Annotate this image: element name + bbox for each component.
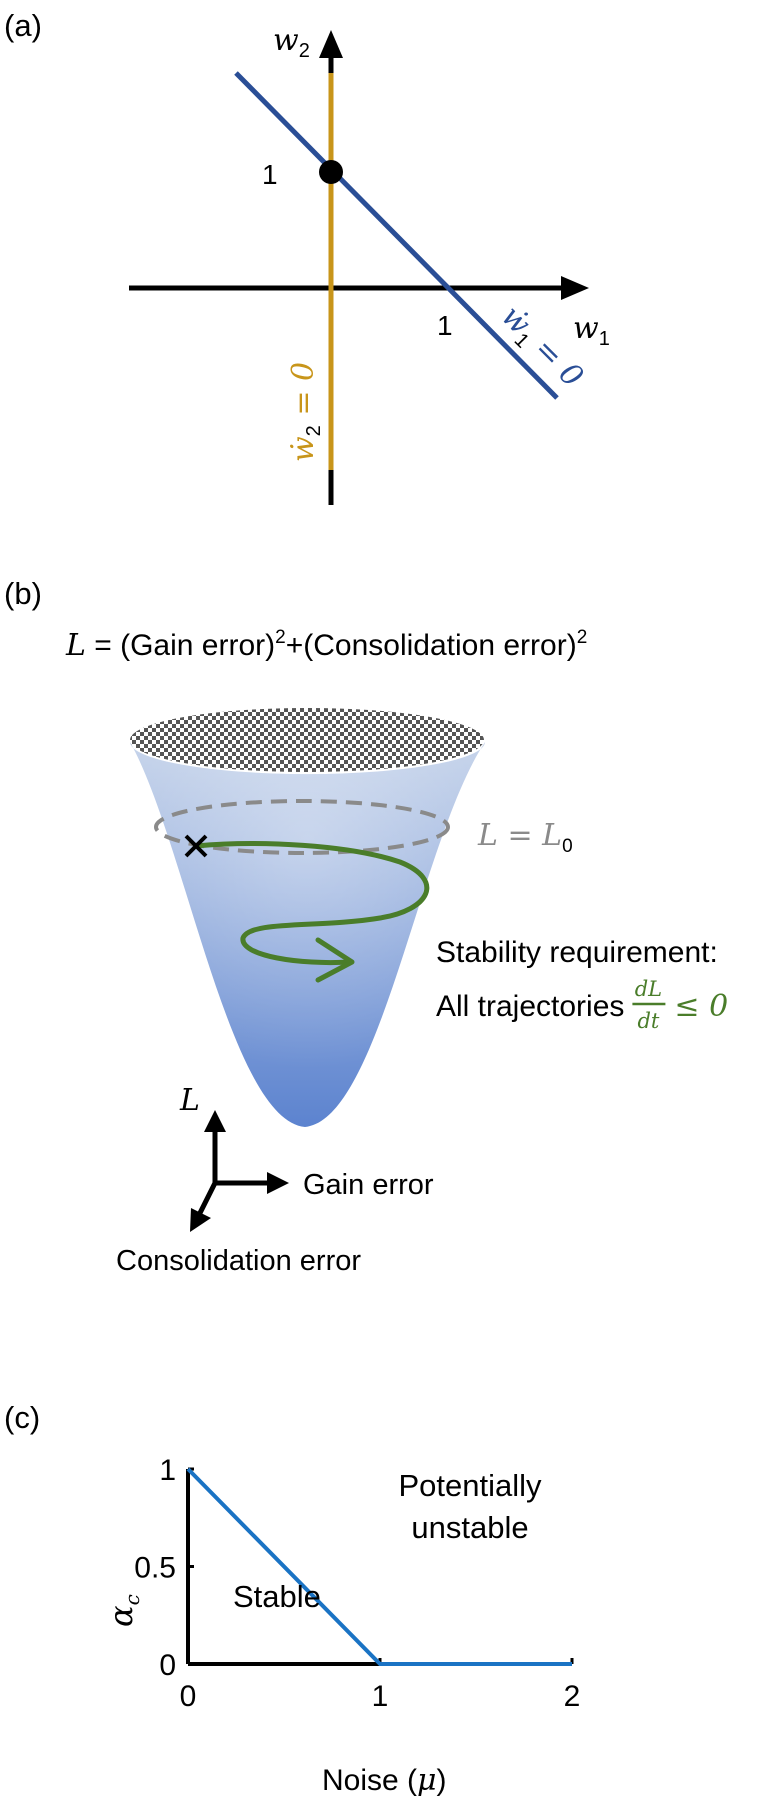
w1-axis-arrowhead xyxy=(561,276,589,300)
level-set-ellipse xyxy=(154,799,450,855)
y-tick-label: 1 xyxy=(159,1454,176,1487)
panel-a: (a) 1 1 w2 w1 ẇ1 = 0 ẇ2 = 0 xyxy=(4,8,610,505)
stability-requirement-text: All trajectories xyxy=(436,990,624,1023)
derivative-fraction: dL dt xyxy=(632,977,666,1033)
y-tick-label: 0 xyxy=(159,1649,176,1682)
critical-alpha-line xyxy=(186,1467,572,1666)
x-ticks: 0 1 2 xyxy=(180,1658,581,1713)
trajectory-path xyxy=(193,841,430,966)
panel-c-label: (c) xyxy=(4,1400,40,1435)
x-tick-label: 2 xyxy=(564,1680,581,1713)
axis-consolidation-label: Consolidation error xyxy=(116,1245,361,1277)
trajectory-arrowhead xyxy=(315,937,355,983)
panel-b: (b) L = (Gain error)2+(Consolidation err… xyxy=(4,576,728,1277)
stable-region-label: Stable xyxy=(233,1579,321,1614)
axis-gain-label: Gain error xyxy=(303,1169,434,1201)
w2-axis-arrowhead xyxy=(319,30,343,58)
axis-L-label: L xyxy=(179,1083,200,1118)
chart-x-label: Noise (μ) xyxy=(322,1763,447,1798)
svg-text:dL: dL xyxy=(635,977,662,1001)
bowl-top-surface xyxy=(130,708,484,772)
unstable-region-label-2: unstable xyxy=(411,1510,528,1545)
loss-bowl-shine xyxy=(130,742,485,1127)
start-point-marker xyxy=(184,834,208,858)
level-set-label: L = L0 xyxy=(477,818,573,857)
consolidation-axis xyxy=(196,1181,218,1217)
inequality: ≤ 0 xyxy=(674,989,728,1024)
svg-text:dt: dt xyxy=(637,1009,659,1033)
x-tick-label: 1 xyxy=(372,1680,389,1713)
chart-y-label: αc xyxy=(102,1594,144,1627)
panel-b-label: (b) xyxy=(4,576,42,611)
w2-axis-label: w2 xyxy=(273,23,310,62)
unstable-region-label-1: Potentially xyxy=(398,1468,542,1503)
axes-glyph xyxy=(190,1110,289,1232)
w1-nullcline xyxy=(234,71,559,400)
w2-tick-label: 1 xyxy=(262,159,278,190)
w1-tick-label: 1 xyxy=(437,310,453,341)
y-tick-label: 0.5 xyxy=(134,1552,176,1585)
panel-a-label: (a) xyxy=(4,8,42,43)
x-tick-label: 0 xyxy=(180,1680,197,1713)
stability-requirement-title: Stability requirement: xyxy=(436,936,718,969)
y-ticks: 00.51 xyxy=(134,1454,194,1682)
fixed-point xyxy=(319,160,343,184)
loss-equation: L = (Gain error)2+(Consolidation error)2 xyxy=(65,627,587,663)
w2-nullcline-label: ẇ2 = 0 xyxy=(286,362,325,462)
w1-axis-label: w1 xyxy=(573,311,610,350)
